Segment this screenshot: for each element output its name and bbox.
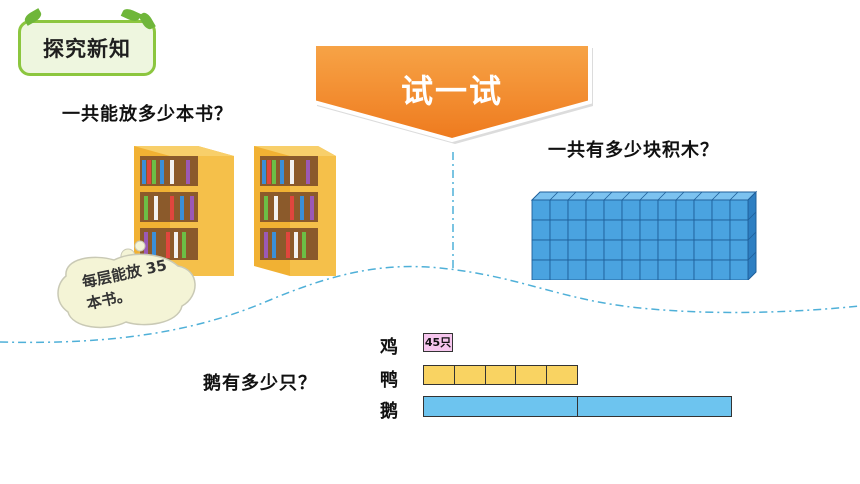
block-cube — [603, 239, 623, 261]
duck-bar-segment — [516, 366, 548, 384]
block-cube — [549, 199, 569, 221]
block-cube — [567, 259, 587, 280]
block-top-edge — [585, 191, 595, 201]
block-cube — [711, 259, 731, 280]
duck-bar — [423, 365, 578, 385]
row-label-goose: 鹅 — [380, 401, 398, 422]
books-question: 一共能放多少本书？ — [62, 104, 233, 125]
block-top-edge — [621, 191, 631, 201]
block-cube — [639, 239, 659, 261]
block-cube — [621, 239, 641, 261]
block-side-edge — [747, 211, 757, 221]
block-cube — [639, 219, 659, 241]
block-cube — [621, 199, 641, 221]
duck-bar-segment — [547, 366, 577, 384]
block-cube — [567, 239, 587, 261]
block-cube — [657, 199, 677, 221]
divider-curve — [0, 265, 860, 344]
duck-bar-segment — [454, 366, 486, 384]
banner-title: 试一试 — [400, 72, 503, 110]
block-cube — [729, 259, 749, 280]
row-label-hen: 鸡 — [380, 337, 398, 358]
block-side-edge — [747, 251, 757, 261]
block-cube — [567, 199, 587, 221]
block-cube — [693, 199, 713, 221]
block-cube — [531, 219, 551, 241]
goose-bar-segment — [424, 397, 578, 416]
block-cube — [675, 239, 695, 261]
block-cube — [621, 259, 641, 280]
block-cube — [711, 199, 731, 221]
block-top-edge — [603, 191, 613, 201]
block-cube — [675, 219, 695, 241]
banner-arrow-shape — [312, 42, 593, 144]
block-top-edge — [639, 191, 649, 201]
duck-bar-segment — [424, 366, 455, 384]
block-cube — [567, 219, 587, 241]
block-cube — [693, 239, 713, 261]
badge-label: 探究新知 — [43, 37, 131, 61]
block-side-edge — [747, 231, 757, 241]
hen-bar-text: 45只 — [424, 336, 452, 349]
block-cube — [603, 259, 623, 280]
block-cube — [585, 239, 605, 261]
goose-bar — [423, 396, 732, 417]
block-cube — [657, 219, 677, 241]
block-cube — [729, 239, 749, 261]
geese-question: 鹅有多少只？ — [203, 373, 317, 394]
duck-bar-segment — [485, 366, 517, 384]
goose-bar-segment — [578, 397, 731, 416]
block-top-edge — [675, 191, 685, 201]
block-cube — [549, 259, 569, 280]
title-banner: 试一试 — [308, 40, 596, 150]
block-cube — [585, 219, 605, 241]
block-cube — [531, 259, 551, 280]
block-cube — [675, 259, 695, 280]
block-cube — [693, 259, 713, 280]
block-cube — [729, 199, 749, 221]
block-cube — [675, 199, 695, 221]
block-cube — [531, 199, 551, 221]
block-top-edge — [549, 191, 559, 201]
block-top-edge — [729, 191, 739, 201]
block-cube — [729, 219, 749, 241]
block-cube — [711, 239, 731, 261]
blocks-question: 一共有多少块积木？ — [548, 140, 719, 161]
bookshelf-left — [134, 146, 234, 276]
block-stack — [530, 190, 758, 280]
block-cube — [585, 199, 605, 221]
thought-bubble — [57, 240, 196, 329]
block-cube — [639, 259, 659, 280]
block-cube — [603, 219, 623, 241]
block-cube — [693, 219, 713, 241]
row-label-duck: 鸭 — [380, 370, 398, 391]
section-badge: 探究新知 — [18, 20, 156, 76]
block-cube — [549, 239, 569, 261]
block-cube — [585, 259, 605, 280]
block-cube — [657, 259, 677, 280]
block-cube — [621, 219, 641, 241]
block-cube — [531, 239, 551, 261]
block-top-edge — [693, 191, 703, 201]
block-cube — [603, 199, 623, 221]
hen-bar: 45只 — [423, 333, 453, 352]
block-top-edge — [567, 191, 577, 201]
block-cube — [711, 219, 731, 241]
block-cube — [549, 219, 569, 241]
block-top-edge — [711, 191, 721, 201]
block-cube — [639, 199, 659, 221]
bookshelves-illustration — [134, 146, 336, 276]
bookshelf-right — [254, 146, 336, 276]
block-cube — [657, 239, 677, 261]
block-top-edge — [657, 191, 667, 201]
